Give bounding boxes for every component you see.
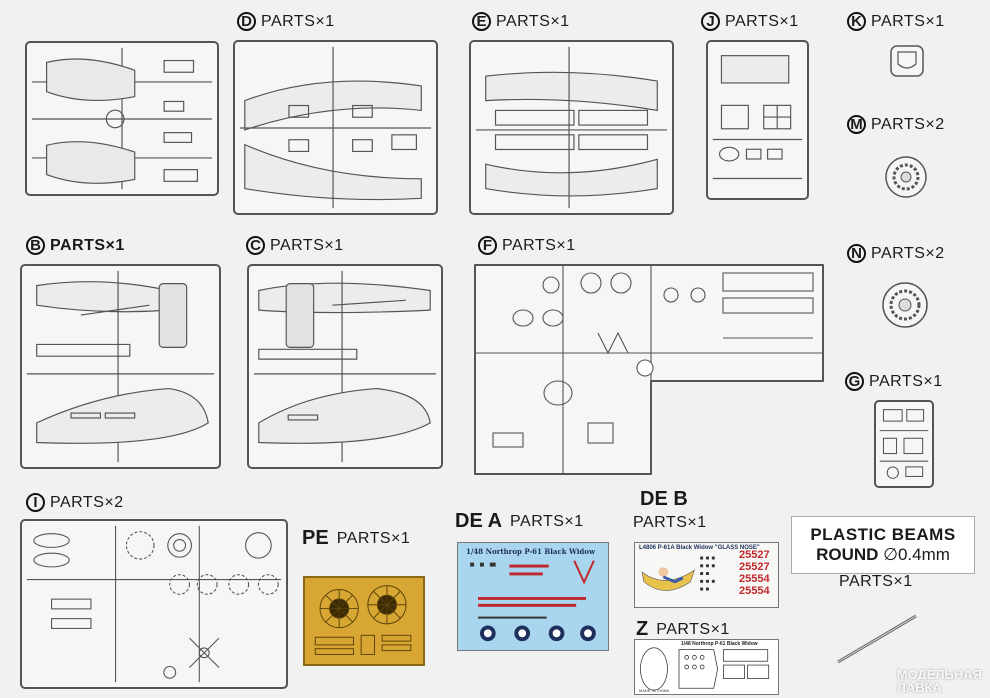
letter-badge: G [845, 372, 864, 391]
sprue-g-drawing [879, 409, 929, 479]
decal-z-letter: Z [636, 618, 649, 640]
label-sprue-f: F PARTS×1 [478, 236, 576, 255]
label-sprue-c: C PARTS×1 [246, 236, 344, 255]
sprue-f-drawing [474, 264, 824, 475]
decal-sheet-b: L4806 P-61A Black Widow "GLASS NOSE" 255… [634, 542, 779, 608]
label-sprue-j: J PARTS×1 [701, 12, 799, 31]
decal-b-title: L4806 P-61A Black Widow "GLASS NOSE" [639, 545, 760, 551]
parts-count: PARTS×1 [871, 12, 945, 30]
label-decal-a: DE A PARTS×1 [455, 510, 584, 533]
decal-z-title: 1/48 Northrop P-61 Black Widow [681, 641, 758, 647]
sprue-e-drawing [475, 46, 668, 209]
sprue-i-drawing [26, 525, 282, 683]
letter-badge: C [246, 236, 265, 255]
label-decal-b-count: PARTS×1 [633, 514, 707, 532]
decal-z-instrument-panels [640, 647, 770, 691]
letter-badge: M [847, 115, 866, 134]
letter-badge: K [847, 12, 866, 31]
sprue-g-frame [874, 400, 934, 488]
parts-count: PARTS×1 [839, 573, 913, 590]
label-sprue-g: G PARTS×1 [845, 372, 943, 391]
label-sprue-k: K PARTS×1 [847, 12, 945, 31]
letter-badge: B [26, 236, 45, 255]
letter-badge: I [26, 493, 45, 512]
sprue-j-drawing [712, 55, 803, 180]
label-sprue-n: N PARTS×2 [847, 244, 945, 263]
sprue-a-drawing [31, 47, 213, 190]
plastic-beams-label-box: PLASTIC BEAMS ROUND ∅0.4mm [791, 516, 975, 574]
parts-count: PARTS×2 [871, 244, 945, 262]
parts-count: PARTS×1 [633, 514, 707, 531]
sprue-a-frame [25, 41, 219, 196]
pe-letter: PE [302, 527, 329, 549]
sprue-c-frame [247, 264, 443, 469]
decal-a-title: 1/48 Northrop P-61 Black Widow [466, 547, 595, 556]
decal-sheet-a: 1/48 Northrop P-61 Black Widow [457, 542, 609, 651]
sprue-e-frame [469, 40, 674, 215]
label-sprue-d: D PARTS×1 [237, 12, 335, 31]
parts-count: PARTS×1 [50, 236, 125, 254]
beams-title: PLASTIC BEAMS [810, 525, 956, 544]
sprue-c-drawing [253, 270, 437, 463]
sprue-i-frame [20, 519, 288, 689]
serial-number: 25554 [739, 573, 770, 585]
beams-diameter: ∅0.4mm [883, 545, 950, 564]
sprue-b-frame [20, 264, 221, 469]
letter-badge: J [701, 12, 720, 31]
sprue-j-frame [706, 40, 809, 200]
part-k-drawing [889, 44, 925, 78]
label-sprue-m: M PARTS×2 [847, 115, 945, 134]
letter-badge: N [847, 244, 866, 263]
serial-number: 25554 [739, 585, 770, 597]
parts-count: PARTS×1 [725, 12, 799, 30]
sprue-f-frame [473, 263, 825, 476]
sprue-d-frame [233, 40, 438, 215]
decal-z-footer: MADE IN CHINA [639, 688, 670, 693]
label-sprue-b: B PARTS×1 [26, 236, 125, 255]
parts-count: PARTS×1 [502, 236, 576, 254]
label-sprue-e: E PARTS×1 [472, 12, 570, 31]
parts-count: PARTS×1 [270, 236, 344, 254]
label-pe: PE PARTS×1 [302, 527, 410, 550]
decal-a-drawing [470, 560, 596, 642]
parts-count: PARTS×1 [510, 512, 584, 530]
parts-count: PARTS×2 [871, 115, 945, 133]
letter-badge: F [478, 236, 497, 255]
beams-size: ROUND ∅0.4mm [816, 545, 950, 565]
parts-count: PARTS×2 [50, 493, 124, 511]
serial-number: 25527 [739, 549, 770, 561]
decal-b-letter: DE B [640, 488, 688, 510]
decal-sheet-z: 1/48 Northrop P-61 Black Widow MADE IN C… [634, 639, 779, 695]
sprue-b-drawing [26, 270, 215, 463]
label-beams-count: PARTS×1 [839, 573, 913, 591]
store-watermark: МОДЕЛЬНАЯ ЛАВКА [897, 668, 982, 694]
part-n-engine [880, 280, 930, 330]
label-decal-b: DE B [640, 488, 696, 511]
plastic-beam-rod [830, 610, 925, 670]
watermark-line1: МОДЕЛЬНАЯ [896, 667, 982, 682]
photo-etch-fret [303, 576, 425, 666]
letter-badge: E [472, 12, 491, 31]
parts-count: PARTS×1 [656, 620, 730, 638]
label-sprue-i: I PARTS×2 [26, 493, 124, 512]
letter-badge: D [237, 12, 256, 31]
parts-count: PARTS×1 [496, 12, 570, 30]
decal-b-numbers: 25527 25527 25554 25554 [739, 549, 770, 597]
parts-count: PARTS×1 [261, 12, 335, 30]
watermark-line2: ЛАВКА [896, 680, 942, 695]
decal-a-letter: DE A [455, 510, 503, 532]
serial-number: 25527 [739, 561, 770, 573]
label-decal-z: Z PARTS×1 [636, 618, 730, 641]
photo-etch-drawing [314, 585, 412, 655]
part-m-engine [884, 155, 928, 199]
parts-count: PARTS×1 [336, 529, 411, 547]
beams-shape: ROUND [816, 545, 879, 564]
parts-count: PARTS×1 [869, 372, 943, 390]
sprue-d-drawing [239, 46, 432, 209]
decal-b-nose-art [641, 556, 715, 591]
